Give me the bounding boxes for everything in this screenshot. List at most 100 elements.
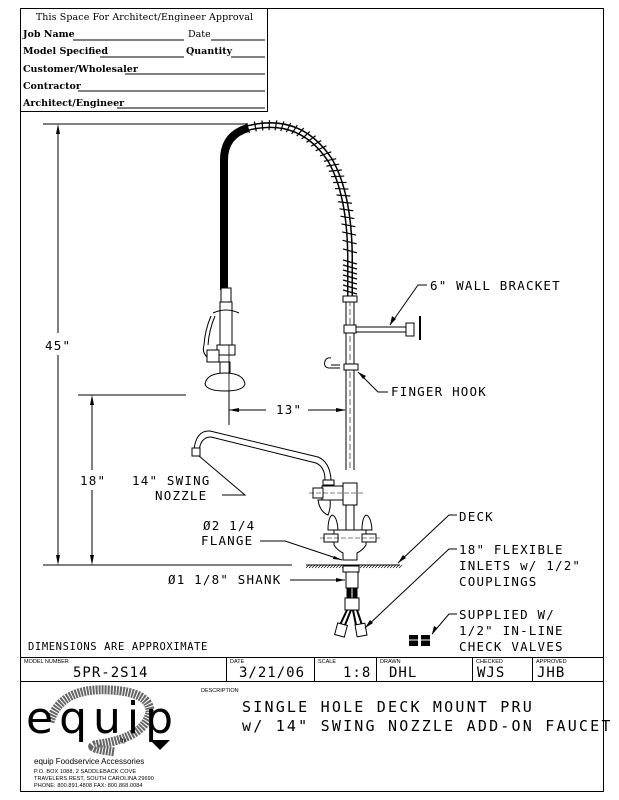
dim-reach: 13" xyxy=(276,402,302,417)
dimension-lines xyxy=(43,123,345,566)
callout-swing-nozzle-line2: NOZZLE xyxy=(155,488,207,503)
company-name: equip Foodservice Accessories xyxy=(34,757,145,766)
leader-check-valves xyxy=(431,613,457,635)
coil-ring xyxy=(296,127,305,137)
field-label: Model Specified xyxy=(23,46,108,57)
logo-by-text: by xyxy=(120,738,127,744)
wall-bracket xyxy=(343,316,421,340)
leader-wall-bracket xyxy=(389,284,427,326)
callout-inlets-line3: COUPLINGS xyxy=(459,574,538,589)
deck-hatch-mark xyxy=(305,564,310,569)
callout-finger-hook: FINGER HOOK xyxy=(391,384,487,399)
field-label: Contractor xyxy=(23,81,81,92)
coil-ring xyxy=(338,201,352,204)
field-label: Quantity xyxy=(186,46,233,57)
deck-hatch-mark xyxy=(338,564,343,569)
coil-ring xyxy=(342,239,357,245)
equip-logo-text: equip xyxy=(26,693,180,744)
riser-tube xyxy=(342,295,358,470)
deck-hatch-mark xyxy=(374,564,379,569)
date-caption: DATE xyxy=(230,659,245,665)
deck-hatch-mark xyxy=(392,564,397,569)
field-architect-engineer[interactable]: Architect/Engineer xyxy=(23,98,124,112)
coil-ring xyxy=(342,289,358,295)
deck-hatch-mark xyxy=(317,564,322,569)
field-label: Job Name xyxy=(23,29,75,40)
coil-ring xyxy=(274,120,278,131)
coil-ring xyxy=(315,145,327,152)
description-caption: DESCRIPTION xyxy=(201,688,239,694)
spray-valve xyxy=(202,301,246,420)
deck-hatch-mark xyxy=(359,564,364,569)
deck-hatch-mark xyxy=(323,564,328,569)
check-valves xyxy=(409,635,430,646)
coil-ring xyxy=(291,124,298,135)
dim-overall-height: 45" xyxy=(45,338,71,353)
field-model-specified[interactable]: Model Specified xyxy=(23,46,108,60)
coil-ring xyxy=(342,259,358,265)
coil-ring xyxy=(342,279,358,285)
field-label: Architect/Engineer xyxy=(23,98,125,109)
deck-hatch-mark xyxy=(395,564,400,569)
leader-finger-hook xyxy=(357,371,388,393)
coil-ring xyxy=(323,158,337,162)
leader-inlets xyxy=(364,548,457,629)
field-label: Date xyxy=(188,29,211,40)
callout-swing-nozzle-line1: 14" SWING xyxy=(132,473,211,488)
drawn-cell: DRAWN DHL xyxy=(377,658,473,682)
coil-ring xyxy=(331,175,345,178)
field-job-name[interactable]: Job Name xyxy=(23,29,75,43)
callout-wall-bracket: 6" WALL BRACKET xyxy=(430,278,561,293)
coil-ring xyxy=(336,194,351,197)
field-contractor[interactable]: Contractor xyxy=(23,81,81,95)
callout-check-line3: CHECK VALVES xyxy=(459,639,564,654)
deck-hatch-mark xyxy=(332,564,337,569)
leader-arrows xyxy=(333,316,437,634)
title-block: MODEL NUMBER 5PR-2S14 DATE 3/21/06 SCALE… xyxy=(21,657,603,682)
field-customer-wholesaler[interactable]: Customer/Wholesaler xyxy=(23,64,138,78)
callout-deck: DECK xyxy=(459,509,494,524)
callout-inlets-line2: INLETS w/ 1/2" xyxy=(459,558,581,573)
coil-ring xyxy=(280,121,285,132)
deck-hatch-mark xyxy=(371,564,376,569)
deck-hatch-mark xyxy=(335,564,340,569)
field-quantity[interactable]: Quantity xyxy=(186,46,232,60)
spring-coil-rings xyxy=(245,120,358,295)
scale-value: 1:8 xyxy=(343,665,372,681)
leader-lines xyxy=(198,284,457,635)
coil-ring xyxy=(301,131,311,140)
coil-ring xyxy=(341,223,356,228)
model-number-caption: MODEL NUMBER xyxy=(24,659,69,665)
coil-ring xyxy=(319,151,332,157)
coil-ring xyxy=(285,122,292,133)
dimension-arrows xyxy=(56,124,346,565)
coil-ring xyxy=(326,163,340,167)
drawn-caption: DRAWN xyxy=(380,659,401,665)
approved-value: JHB xyxy=(537,665,566,681)
finger-hook xyxy=(324,357,359,371)
equip-logo-swoosh xyxy=(45,685,170,757)
dim-nozzle-height: 18" xyxy=(80,473,106,488)
company-address-2: TRAVELERS REST, SOUTH CAROLINA 29690 xyxy=(34,776,154,782)
approved-cell: APPROVED JHB xyxy=(533,658,603,682)
coil-ring xyxy=(310,139,322,147)
callout-shank: Ø1 1/8" SHANK xyxy=(168,572,281,587)
dimensions-note: DIMENSIONS ARE APPROXIMATE xyxy=(28,641,208,653)
swing-nozzle xyxy=(191,430,335,486)
coil-ring xyxy=(342,274,358,280)
coil-ring xyxy=(328,169,342,172)
field-label: Customer/Wholesaler xyxy=(23,64,138,75)
callout-check-line1: SUPPLIED W/ xyxy=(459,607,555,622)
deck-hatch-mark xyxy=(329,564,334,569)
field-date[interactable]: Date xyxy=(188,29,211,43)
deck-hatch-mark xyxy=(311,564,316,569)
deck-hatch-mark xyxy=(326,564,331,569)
pre-rinse-hose xyxy=(220,124,250,303)
callout-check-line2: 1/2" IN-LINE xyxy=(459,623,564,638)
callout-inlets-line1: 18" FLEXIBLE xyxy=(459,542,564,557)
deck-hatch-mark xyxy=(386,564,391,569)
description-line1: SINGLE HOLE DECK MOUNT PRU xyxy=(242,698,534,716)
coil-ring xyxy=(342,264,358,270)
brand-badge-icon xyxy=(150,740,170,750)
